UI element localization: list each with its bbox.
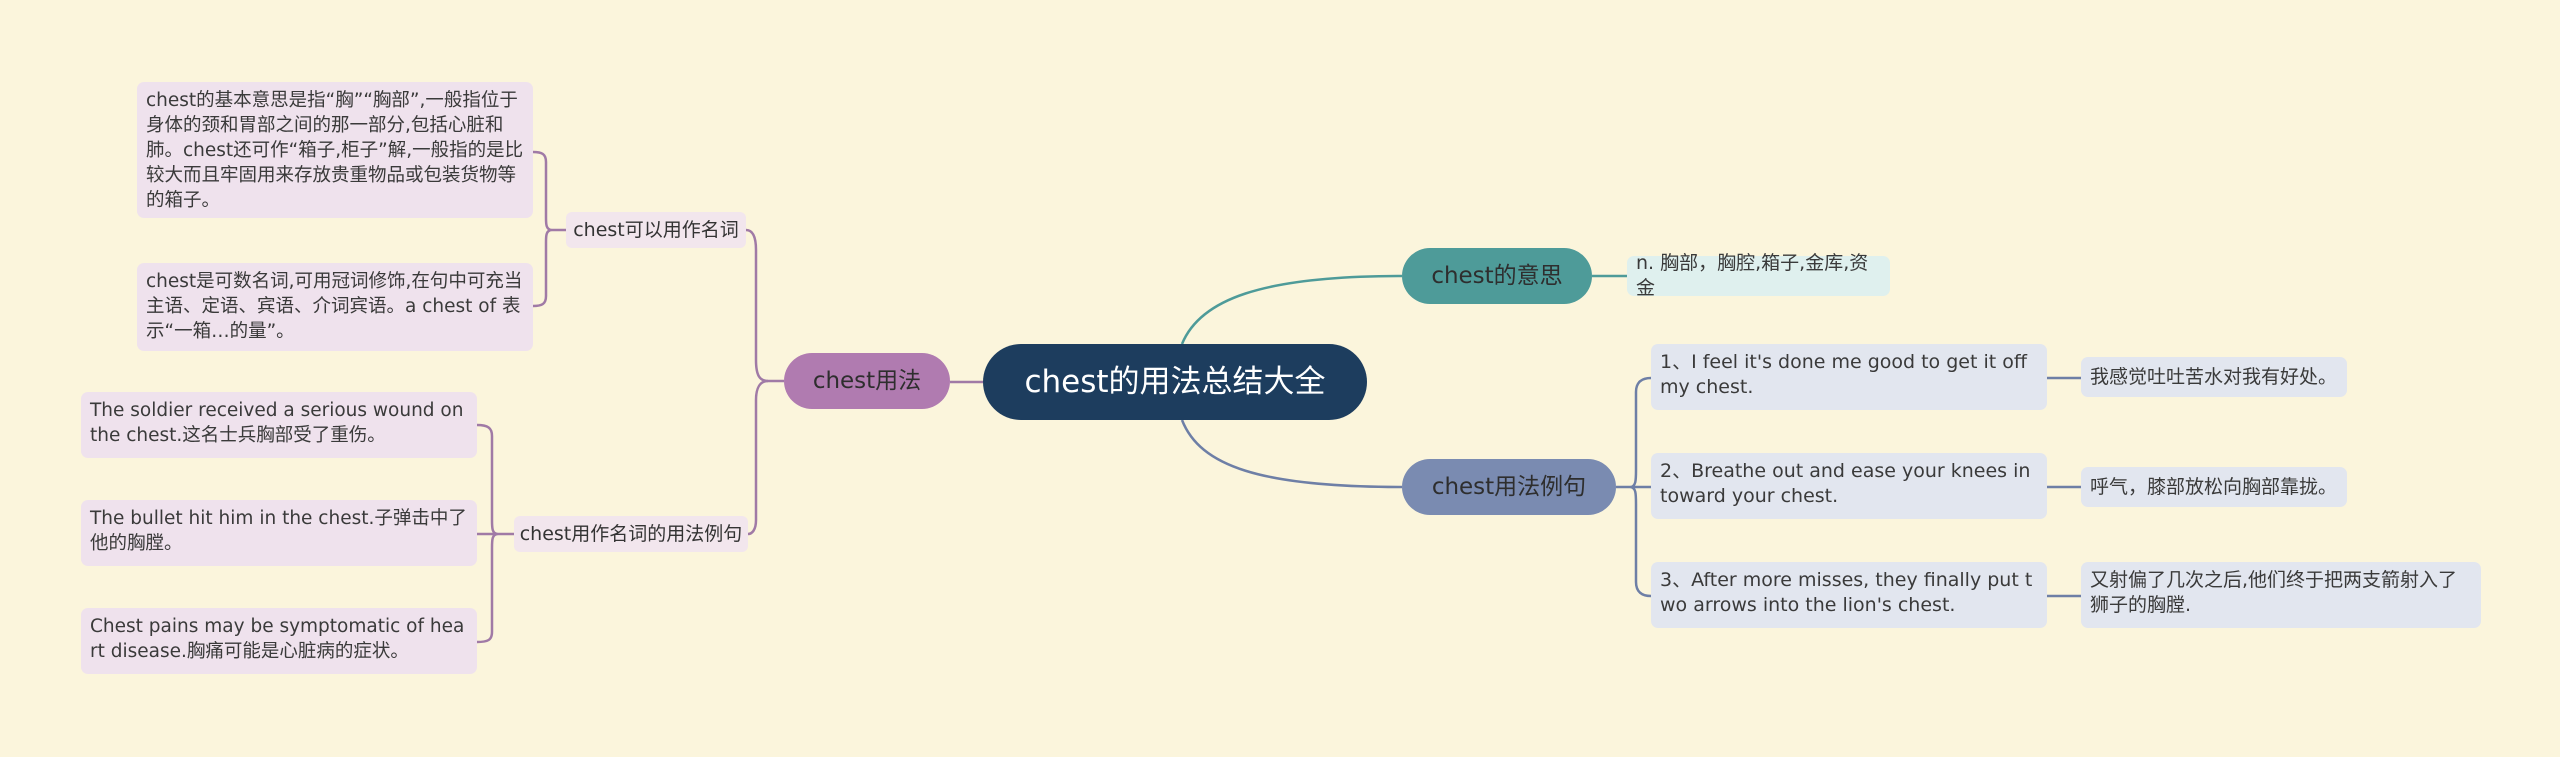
central-topic[interactable]: chest的用法总结大全 — [983, 344, 1367, 420]
link-examples-items — [1616, 376, 1652, 598]
link-center-meaning — [1180, 274, 1403, 345]
leaf-countable-noun[interactable]: chest是可数名词,可用冠词修饰,在句中可充当主语、定语、宾语、介词宾语。a … — [137, 263, 533, 351]
leaf-definition[interactable]: n. 胸部，胸腔,箱子,金库,资金 — [1627, 252, 1890, 299]
leaf-example-1[interactable]: 1、I feel it's done me good to get it off… — [1651, 344, 2047, 410]
branch-examples[interactable]: chest用法例句 — [1402, 459, 1616, 515]
leaf-translation-3[interactable]: 又射偏了几次之后,他们终于把两支箭射入了狮子的胸膛. — [2081, 562, 2481, 628]
link-ex-leaves — [476, 423, 514, 644]
subtopic-noun-usage[interactable]: chest可以用作名词 — [566, 212, 746, 248]
leaf-translation-2[interactable]: 呼气，膝部放松向胸部靠拢。 — [2081, 467, 2347, 507]
leaf-example-2[interactable]: 2、Breathe out and ease your knees in tow… — [1651, 453, 2047, 519]
leaf-example-3[interactable]: 3、After more misses, they finally put tw… — [1651, 562, 2047, 628]
subtopic-noun-examples[interactable]: chest用作名词的用法例句 — [514, 516, 748, 552]
leaf-basic-meaning[interactable]: chest的基本意思是指“胸”“胸部”,一般指位于身体的颈和胃部之间的那一部分,… — [137, 82, 533, 218]
branch-meaning[interactable]: chest的意思 — [1402, 248, 1592, 304]
leaf-example-chest-pains[interactable]: Chest pains may be symptomatic of heart … — [81, 608, 477, 674]
leaf-example-bullet[interactable]: The bullet hit him in the chest.子弹击中了他的胸… — [81, 500, 477, 566]
leaf-translation-1[interactable]: 我感觉吐吐苦水对我有好处。 — [2081, 357, 2347, 397]
link-center-examples — [1180, 419, 1403, 489]
leaf-example-soldier[interactable]: The soldier received a serious wound on … — [81, 392, 477, 458]
link-noun-leaves — [532, 150, 566, 308]
branch-usage[interactable]: chest用法 — [784, 353, 950, 409]
link-usage-ex — [747, 379, 769, 536]
link-usage-noun — [745, 228, 784, 383]
